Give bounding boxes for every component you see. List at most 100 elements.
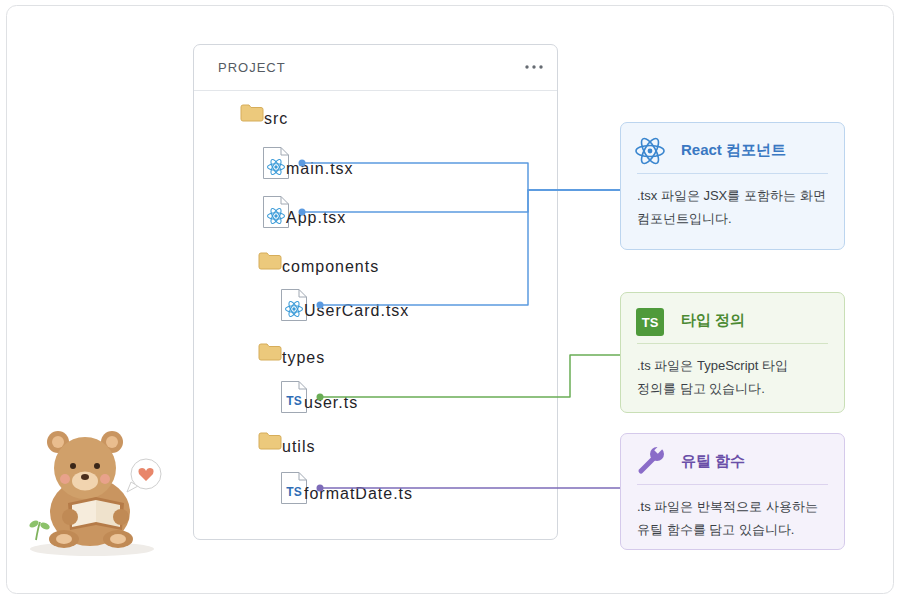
file-fold <box>299 473 307 481</box>
callout-heading: React 컴포넌트 <box>681 141 786 160</box>
bear-cheek <box>100 474 110 484</box>
callout-heading: 유틸 함수 <box>681 452 745 471</box>
file-page <box>264 197 289 228</box>
bear-head <box>54 437 116 499</box>
bear-paw <box>56 534 72 544</box>
file-icon <box>280 380 308 414</box>
folder-name: utils <box>282 438 315 456</box>
file-page <box>282 290 307 321</box>
connector-line <box>318 190 620 305</box>
bear-arm <box>62 509 78 525</box>
file-icon <box>280 288 308 322</box>
bear-foot <box>49 530 79 548</box>
speech-bubble <box>131 459 161 489</box>
sprout-leaf <box>39 521 51 531</box>
callout-box: 유틸 함수 .ts 파일은 반복적으로 사용하는 유틸 함수를 담고 있습니다. <box>620 433 845 550</box>
react-core <box>648 149 653 154</box>
file-fold <box>281 197 289 205</box>
react-orbit <box>268 164 285 170</box>
folder-shape <box>259 433 281 449</box>
bear-ear-inner <box>106 436 118 448</box>
connector-dot <box>299 160 306 167</box>
file-row: main.tsx <box>262 145 300 181</box>
bear-cheek <box>60 474 70 484</box>
menu-dots <box>525 65 542 68</box>
heart <box>138 468 153 481</box>
callout-body: .ts 파일은 반복적으로 사용하는 유틸 함수를 담고 있습니다. <box>637 495 827 541</box>
menu-dot <box>532 65 535 68</box>
bear-ear-inner <box>52 436 64 448</box>
react-core <box>274 214 277 217</box>
bear-paw <box>110 534 126 544</box>
wrench-handle <box>641 458 654 471</box>
react-orbit <box>269 158 283 176</box>
ts-badge <box>636 308 664 336</box>
file-name: UserCard.tsx <box>304 302 409 320</box>
folder-shape <box>241 105 263 121</box>
connector-dot <box>317 485 324 492</box>
sprout-leaf <box>28 519 40 529</box>
bear-eye <box>70 463 76 469</box>
file-page <box>264 148 289 179</box>
file-icon <box>262 195 290 229</box>
callout-divider <box>637 484 828 485</box>
bear-eye <box>94 463 100 469</box>
menu-dot <box>525 65 528 68</box>
connector-line <box>318 355 620 397</box>
react-orbit <box>638 136 662 166</box>
file-name: App.tsx <box>286 209 346 227</box>
callout-body: .ts 파일은 TypeScript 타입 정의를 담고 있습니다. <box>637 354 827 400</box>
file-name: main.tsx <box>286 160 354 178</box>
react-orbit <box>269 207 283 225</box>
folder-icon <box>240 104 264 122</box>
file-row: App.tsx <box>262 194 300 230</box>
connector-dot <box>317 394 324 401</box>
folder-row: src <box>240 95 274 131</box>
project-panel: src main.tsxApp.tsx componentsUserCard.tsx… <box>193 44 558 540</box>
file-icon <box>262 146 290 180</box>
file-row: formatDate.ts <box>280 470 318 506</box>
react-orbit <box>268 213 285 219</box>
outer-frame <box>7 6 894 594</box>
folder-icon <box>258 343 282 361</box>
file-fold <box>299 382 307 390</box>
file-name: formatDate.ts <box>304 485 413 503</box>
folder-shape <box>259 253 281 269</box>
connector-dot <box>317 302 324 309</box>
react-orbit <box>269 158 283 176</box>
folder-name: components <box>282 258 379 276</box>
file-page <box>282 473 307 504</box>
folder-shape <box>259 344 281 360</box>
callout-body: .tsx 파일은 JSX를 포함하는 화면 컴포넌트입니다. <box>637 184 827 230</box>
callout-divider <box>637 173 828 174</box>
react-orbit <box>286 306 303 312</box>
connector-line <box>300 190 620 212</box>
react-icon <box>636 136 664 166</box>
menu-dot <box>539 65 542 68</box>
callout-divider <box>637 343 828 344</box>
panel-title: PROJECT <box>218 60 286 75</box>
folder-row: types <box>258 334 292 370</box>
react-orbit <box>269 207 283 225</box>
connector-dot <box>299 209 306 216</box>
react-orbit <box>638 136 662 166</box>
folder-icon <box>258 432 282 450</box>
wrench-notch <box>654 445 662 453</box>
wrench-head <box>650 447 664 461</box>
bear-illustration <box>28 431 161 556</box>
file-name: user.ts <box>304 394 358 412</box>
bear-arm <box>113 509 129 525</box>
react-core <box>292 307 295 310</box>
folder-name: types <box>282 349 325 367</box>
connector-layer <box>299 160 621 492</box>
folder-row: utils <box>258 423 292 459</box>
bear-nose <box>81 474 89 480</box>
react-orbit <box>287 300 301 318</box>
folder-row: components <box>258 243 292 279</box>
file-fold <box>281 148 289 156</box>
wrench-icon <box>641 445 664 471</box>
panel-divider <box>194 90 557 91</box>
file-page <box>282 382 307 413</box>
